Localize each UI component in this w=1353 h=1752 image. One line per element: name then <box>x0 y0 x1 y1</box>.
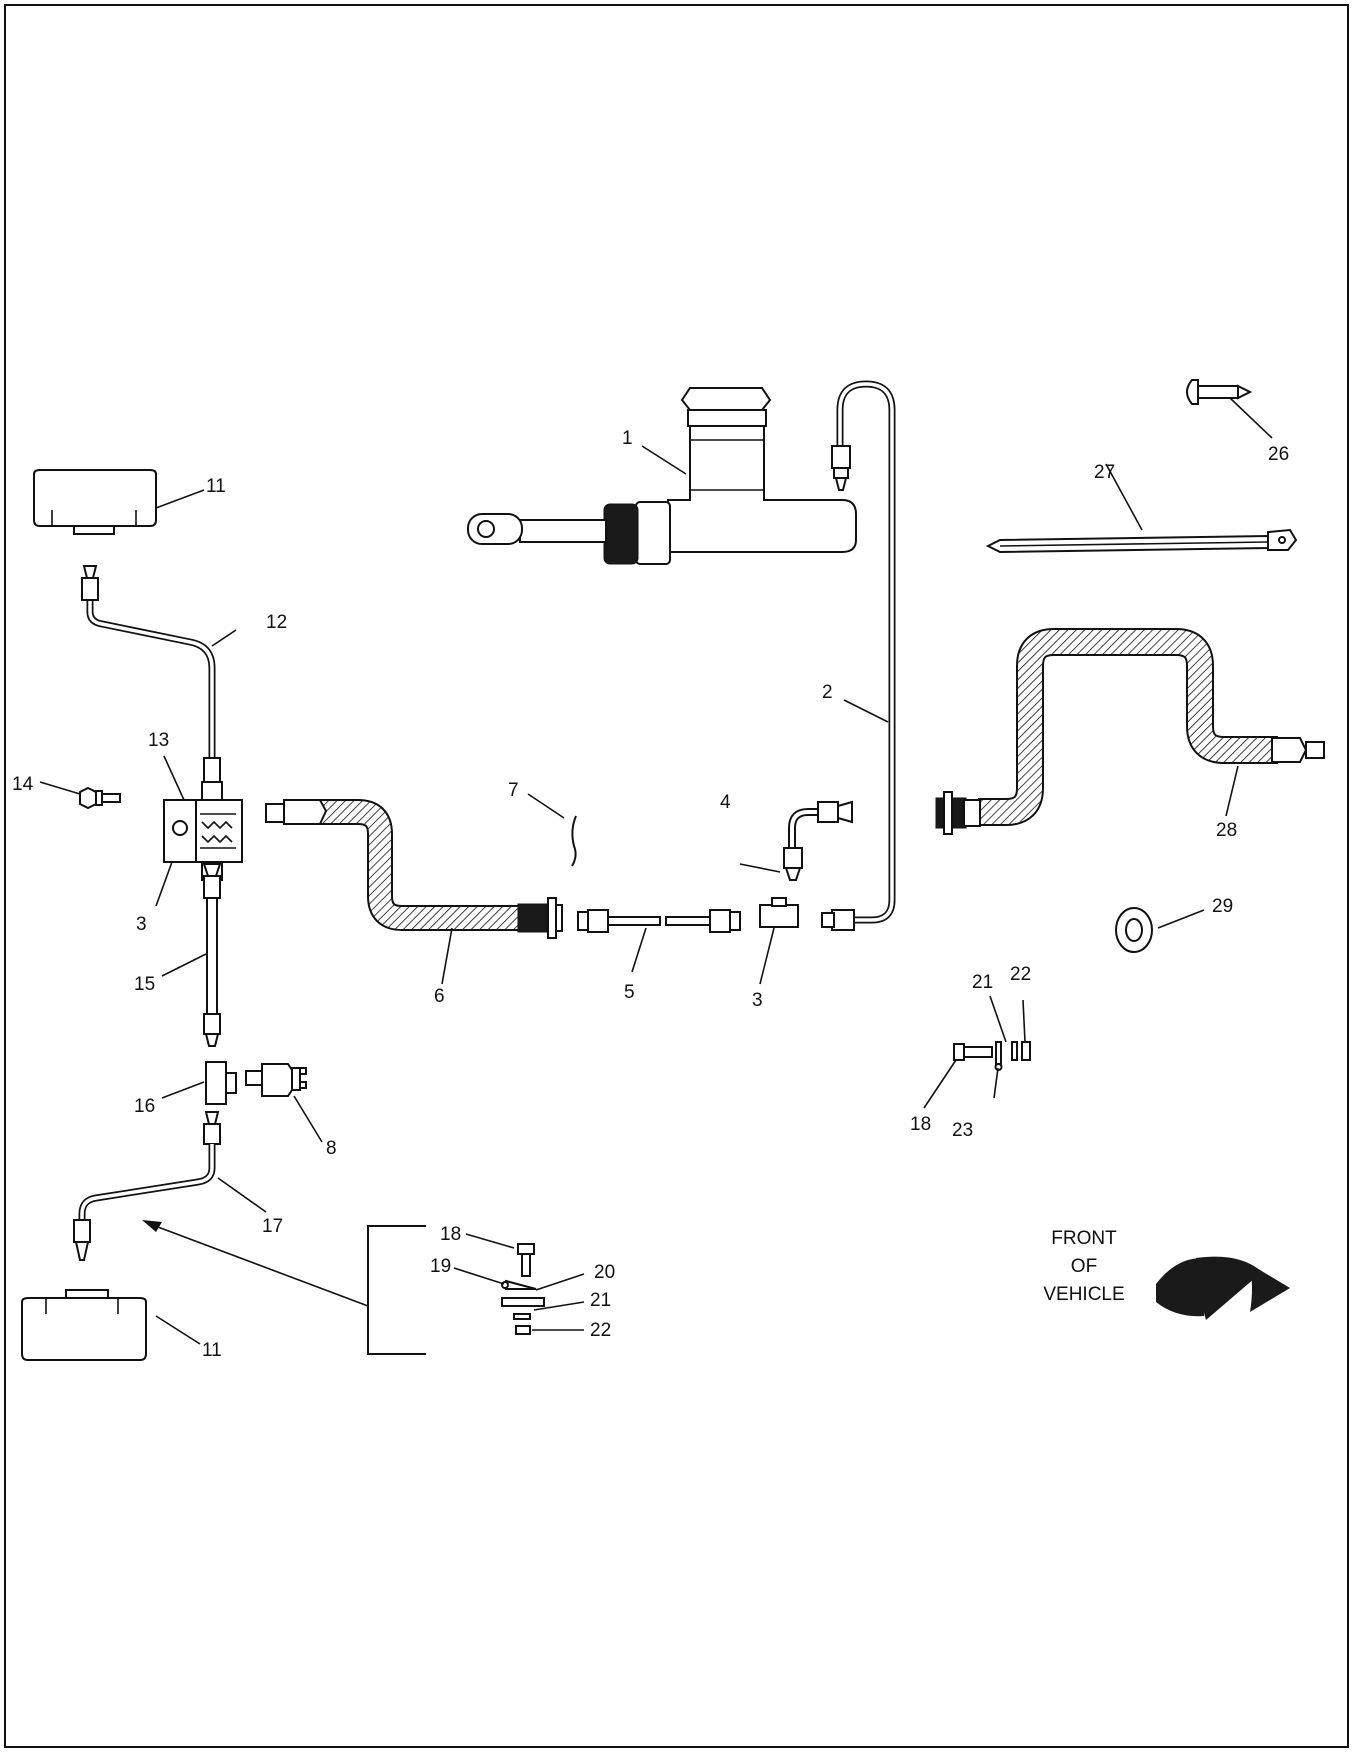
callout-15: 15 <box>134 974 155 995</box>
flex-hose-28 <box>935 628 1325 835</box>
front-of-vehicle-label: FRONT OF VEHICLE <box>1043 1228 1124 1305</box>
callout-27: 27 <box>1094 462 1115 483</box>
hardware-cluster-right <box>953 1041 1031 1071</box>
front-label-line2: OF <box>1071 1256 1097 1277</box>
callout-23: 23 <box>952 1120 973 1141</box>
brake-line-15 <box>202 863 222 1047</box>
callout-21-bracket: 21 <box>590 1290 611 1311</box>
callout-16: 16 <box>134 1096 155 1117</box>
page-border <box>4 4 1349 1748</box>
cable-tie-27 <box>985 528 1298 554</box>
flex-hose-6 <box>265 799 563 939</box>
brake-switch-8 <box>245 1063 307 1097</box>
callout-29: 29 <box>1212 896 1233 917</box>
callout-18-right: 18 <box>910 1114 931 1135</box>
tee-16 <box>205 1061 227 1105</box>
callout-3-left: 3 <box>136 914 147 935</box>
callout-1: 1 <box>622 428 633 449</box>
callout-21-right: 21 <box>972 972 993 993</box>
bolt-14 <box>79 786 121 810</box>
callout-17: 17 <box>262 1216 283 1237</box>
elbow-fitting-4 <box>783 800 853 881</box>
callout-7: 7 <box>508 780 519 801</box>
reservoir-11-top <box>33 469 157 535</box>
clip-7 <box>571 815 577 867</box>
callout-5: 5 <box>624 982 635 1003</box>
front-label-line1: FRONT <box>1051 1228 1117 1249</box>
callout-labels: 1 2 3 3 4 5 6 7 8 11 11 12 13 14 15 16 1… <box>12 428 1289 1361</box>
callout-4: 4 <box>720 792 731 813</box>
reservoir-11-bottom <box>21 1289 147 1361</box>
callout-12: 12 <box>266 612 287 633</box>
callout-13: 13 <box>148 730 169 751</box>
callout-18-bracket: 18 <box>440 1224 461 1245</box>
callout-11-bottom: 11 <box>202 1340 222 1361</box>
callout-3-right: 3 <box>752 990 763 1011</box>
front-of-vehicle-arrow <box>1156 1256 1290 1320</box>
callout-6: 6 <box>434 986 445 1007</box>
brake-line-5 <box>577 909 741 933</box>
callout-19: 19 <box>430 1256 451 1277</box>
front-label-line3: VEHICLE <box>1043 1284 1124 1305</box>
hardware-bracket-group <box>142 1220 545 1355</box>
master-cylinder <box>467 387 857 565</box>
callout-22-right: 22 <box>1010 964 1031 985</box>
callout-2: 2 <box>822 682 833 703</box>
callout-22-bracket: 22 <box>590 1320 611 1341</box>
callout-20: 20 <box>594 1262 615 1283</box>
screw-26 <box>1186 379 1253 405</box>
brake-line-2 <box>821 380 896 931</box>
tee-fitting-3-right <box>759 904 799 928</box>
callout-11-top: 11 <box>206 476 226 497</box>
callout-26: 26 <box>1268 444 1289 465</box>
distribution-block-13 <box>163 781 243 881</box>
callout-28: 28 <box>1216 820 1237 841</box>
brake-line-12 <box>81 565 221 783</box>
callout-8: 8 <box>326 1138 337 1159</box>
brake-line-17 <box>73 1111 221 1261</box>
leader-lines <box>39 397 1273 1345</box>
callout-14: 14 <box>12 774 34 795</box>
